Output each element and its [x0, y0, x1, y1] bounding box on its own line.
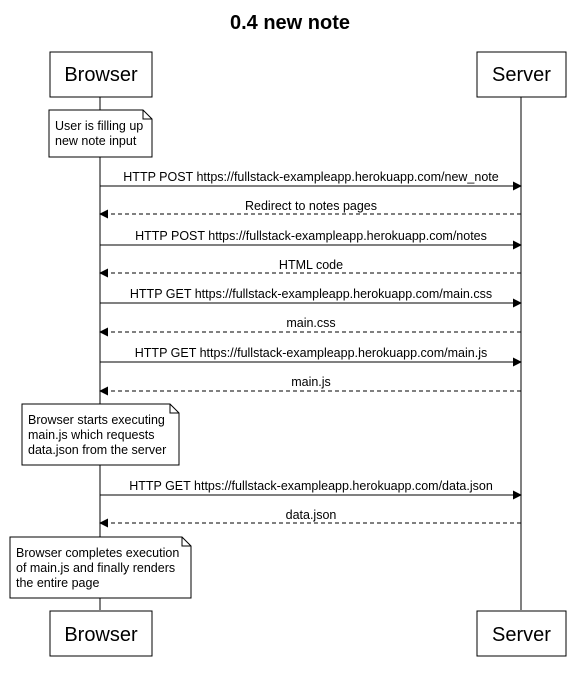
browser-actor-bottom-label: Browser — [64, 624, 138, 646]
browser-actor-top-label: Browser — [64, 64, 138, 86]
message-label: HTTP POST https://fullstack-exampleapp.h… — [135, 229, 487, 243]
browser-actor-top: Browser — [49, 51, 153, 98]
note-render-page: Browser completes execution of main.js a… — [9, 536, 192, 599]
message-label: HTTP GET https://fullstack-exampleapp.he… — [135, 346, 487, 360]
note-user-input-line: new note input — [55, 134, 137, 148]
note-user-input-line: User is filling up — [55, 119, 143, 133]
message-label: HTTP GET https://fullstack-exampleapp.he… — [129, 479, 493, 493]
server-actor-bottom-label: Server — [492, 624, 551, 646]
message-label: Redirect to notes pages — [245, 199, 377, 213]
message-data-json: data.json — [99, 508, 521, 528]
message-main-css: main.css — [99, 316, 521, 337]
server-actor-top: Server — [476, 51, 567, 98]
note-executing-main-js-line: Browser starts executing — [28, 413, 165, 427]
note-executing-main-js-line: data.json from the server — [28, 443, 166, 457]
server-actor-top-label: Server — [492, 64, 551, 86]
note-executing-main-js: Browser starts executing main.js which r… — [21, 403, 180, 466]
message-label: data.json — [286, 508, 337, 522]
message-html-code: HTML code — [99, 258, 521, 278]
server-actor-bottom: Server — [476, 610, 567, 657]
note-render-page-line: Browser completes execution — [16, 546, 179, 560]
message-get-main-css: HTTP GET https://fullstack-exampleapp.he… — [100, 287, 522, 308]
note-render-page-line: the entire page — [16, 576, 99, 590]
note-render-page-line: of main.js and finally renders — [16, 561, 175, 575]
message-label: HTML code — [279, 258, 343, 272]
message-post-new-note: HTTP POST https://fullstack-exampleapp.h… — [100, 170, 522, 191]
note-executing-main-js-line: main.js which requests — [28, 428, 154, 442]
message-redirect: Redirect to notes pages — [99, 199, 521, 219]
message-main-js: main.js — [99, 375, 521, 396]
note-user-input: User is filling up new note input — [48, 109, 153, 158]
message-get-data-json: HTTP GET https://fullstack-exampleapp.he… — [100, 479, 522, 500]
diagram-title: 0.4 new note — [230, 12, 350, 34]
message-label: main.js — [291, 375, 331, 389]
message-get-main-js: HTTP GET https://fullstack-exampleapp.he… — [100, 346, 522, 367]
message-label: HTTP POST https://fullstack-exampleapp.h… — [123, 170, 498, 184]
browser-actor-bottom: Browser — [49, 610, 153, 657]
message-post-notes: HTTP POST https://fullstack-exampleapp.h… — [100, 229, 522, 250]
message-label: HTTP GET https://fullstack-exampleapp.he… — [130, 287, 492, 301]
message-label: main.css — [286, 316, 335, 330]
